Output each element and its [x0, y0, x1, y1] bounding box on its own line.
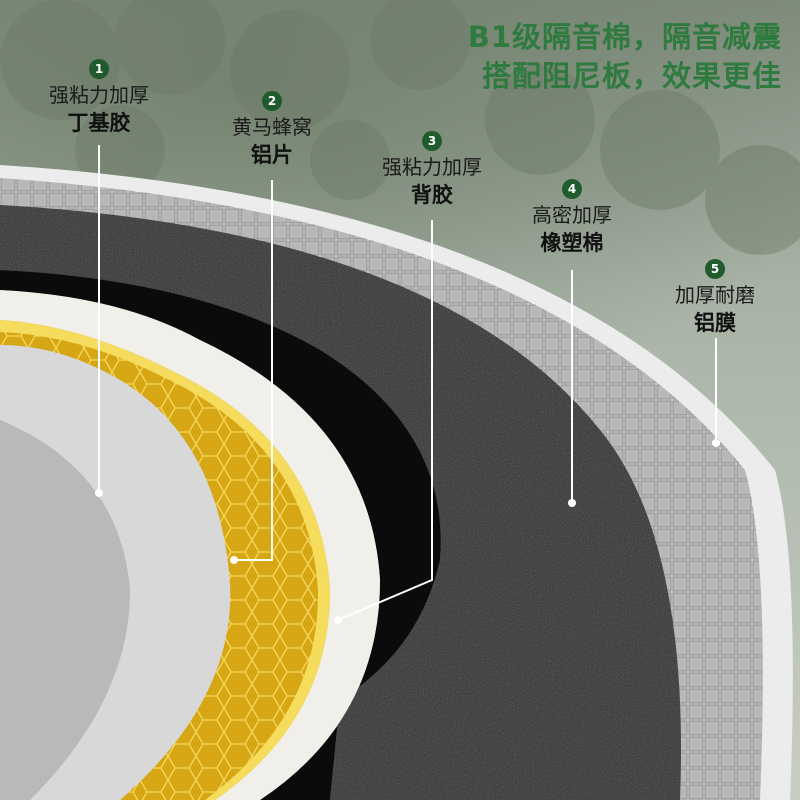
badge-number: 5 [705, 259, 725, 279]
callout-line2: 背胶 [411, 183, 453, 207]
badge-number: 1 [89, 59, 109, 79]
callout-aluminum-film: 5 加厚耐磨 铝膜 [640, 258, 790, 337]
badge-number: 4 [562, 179, 582, 199]
headline: B1级隔音棉，隔音减震 搭配阻尼板，效果更佳 [468, 18, 782, 96]
callout-line1: 强粘力加厚 [49, 83, 149, 107]
callout-line2: 铝片 [251, 143, 293, 167]
callout-foam: 4 高密加厚 橡塑棉 [497, 178, 647, 257]
callout-honeycomb: 2 黄马蜂窝 铝片 [197, 90, 347, 169]
backing-adhesive-layer [0, 270, 441, 800]
callout-line1: 强粘力加厚 [382, 155, 482, 179]
callout-butyl: 1 强粘力加厚 丁基胶 [24, 58, 174, 137]
honeycomb-aluminum-layer [0, 320, 330, 800]
liner-layer [0, 290, 380, 800]
aluminum-film-layer [0, 165, 793, 800]
headline-line1: B1级隔音棉，隔音减震 [467, 20, 782, 54]
badge-number: 2 [262, 91, 282, 111]
leader-lines [98, 145, 717, 621]
callout-line1: 加厚耐磨 [675, 283, 755, 307]
callout-line1: 高密加厚 [532, 203, 612, 227]
callout-backing: 3 强粘力加厚 背胶 [357, 130, 507, 209]
callout-line2: 丁基胶 [67, 111, 131, 135]
badge-number: 3 [422, 131, 442, 151]
callout-line2: 铝膜 [694, 311, 736, 335]
callout-line1: 黄马蜂窝 [232, 115, 312, 139]
callout-line2: 橡塑棉 [540, 231, 604, 255]
headline-line2: 搭配阻尼板，效果更佳 [481, 59, 782, 93]
butyl-layer [0, 345, 231, 800]
